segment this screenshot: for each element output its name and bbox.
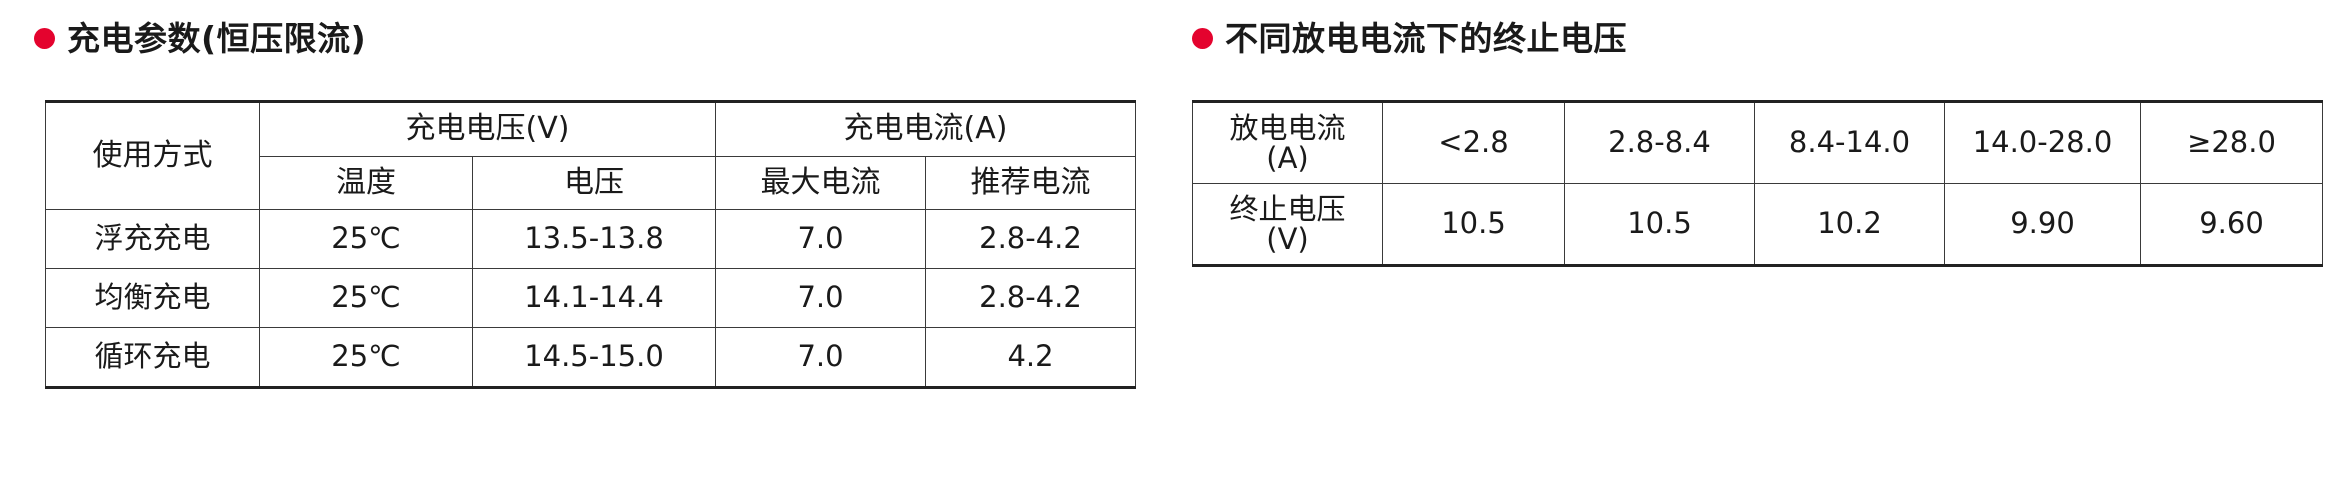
charge-parameters-panel: 充电参数(恒压限流) 使用方式 充电电压(V) 充电电流(A) 温度 电压 最大… — [0, 0, 1170, 389]
rowheader-cutoff-voltage: 终止电压 (V) — [1192, 183, 1383, 266]
bullet-icon — [34, 27, 55, 49]
rowheader-discharge-current-label: 放电电流 — [1229, 110, 1346, 145]
cell-max-current: 7.0 — [715, 268, 926, 328]
bullet-icon — [1192, 27, 1213, 49]
charge-parameters-table: 使用方式 充电电压(V) 充电电流(A) 温度 电压 最大电流 推荐电流 浮充充… — [45, 100, 1136, 389]
header-charge-current-group: 充电电流(A) — [715, 101, 1136, 157]
cell-voltage: 14.1-14.4 — [472, 268, 716, 328]
cutoff-voltage-table: 放电电流 (A) <2.8 2.8-8.4 8.4-14.0 14.0-28.0… — [1192, 100, 2323, 267]
rowheader-discharge-current-unit: (A) — [1266, 141, 1309, 175]
cell-mode: 均衡充电 — [45, 268, 260, 328]
cell-recommended-current: 4.2 — [925, 327, 1136, 388]
cell-cutoff-voltage: 9.90 — [1944, 183, 2141, 266]
charge-parameters-title: 充电参数(恒压限流) — [67, 18, 367, 58]
table-row: 浮充充电 25℃ 13.5-13.8 7.0 2.8-4.2 — [45, 209, 1136, 269]
rowheader-cutoff-voltage-label: 终止电压 — [1229, 191, 1346, 226]
cell-discharge-current: 2.8-8.4 — [1564, 101, 1755, 184]
cutoff-voltage-title: 不同放电电流下的终止电压 — [1225, 18, 1627, 58]
header-voltage: 电压 — [472, 156, 716, 210]
cell-cutoff-voltage: 9.60 — [2140, 183, 2323, 266]
charge-parameters-heading: 充电参数(恒压限流) — [0, 0, 1170, 64]
cell-discharge-current: ≥28.0 — [2140, 101, 2323, 184]
cutoff-voltage-row: 终止电压 (V) 10.5 10.5 10.2 9.90 9.60 — [1192, 183, 2323, 266]
cell-temperature: 25℃ — [259, 327, 473, 388]
cell-recommended-current: 2.8-4.2 — [925, 268, 1136, 328]
cell-cutoff-voltage: 10.2 — [1754, 183, 1945, 266]
cell-recommended-current: 2.8-4.2 — [925, 209, 1136, 269]
header-max-current: 最大电流 — [715, 156, 926, 210]
cell-cutoff-voltage: 10.5 — [1564, 183, 1755, 266]
cell-voltage: 13.5-13.8 — [472, 209, 716, 269]
header-recommended-current: 推荐电流 — [925, 156, 1136, 210]
cell-discharge-current: 14.0-28.0 — [1944, 101, 2141, 184]
cutoff-voltage-panel: 不同放电电流下的终止电压 放电电流 (A) <2.8 2.8-8.4 8.4-1… — [1170, 0, 2340, 267]
cell-discharge-current: 8.4-14.0 — [1754, 101, 1945, 184]
cell-temperature: 25℃ — [259, 209, 473, 269]
discharge-current-row: 放电电流 (A) <2.8 2.8-8.4 8.4-14.0 14.0-28.0… — [1192, 101, 2323, 184]
rowheader-discharge-current: 放电电流 (A) — [1192, 101, 1383, 184]
table-row: 均衡充电 25℃ 14.1-14.4 7.0 2.8-4.2 — [45, 268, 1136, 328]
cell-mode: 循环充电 — [45, 327, 260, 388]
cell-voltage: 14.5-15.0 — [472, 327, 716, 388]
header-temperature: 温度 — [259, 156, 473, 210]
cell-temperature: 25℃ — [259, 268, 473, 328]
cell-discharge-current: <2.8 — [1382, 101, 1565, 184]
cell-max-current: 7.0 — [715, 209, 926, 269]
cell-mode: 浮充充电 — [45, 209, 260, 269]
header-usage-mode: 使用方式 — [45, 101, 260, 210]
rowheader-cutoff-voltage-unit: (V) — [1266, 222, 1309, 256]
cutoff-voltage-heading: 不同放电电流下的终止电压 — [1170, 0, 2340, 64]
table-header-row-top: 使用方式 充电电压(V) 充电电流(A) — [45, 101, 1136, 210]
header-charge-voltage-group: 充电电压(V) — [259, 101, 716, 157]
cell-cutoff-voltage: 10.5 — [1382, 183, 1565, 266]
table-row: 循环充电 25℃ 14.5-15.0 7.0 4.2 — [45, 327, 1136, 388]
cell-max-current: 7.0 — [715, 327, 926, 388]
